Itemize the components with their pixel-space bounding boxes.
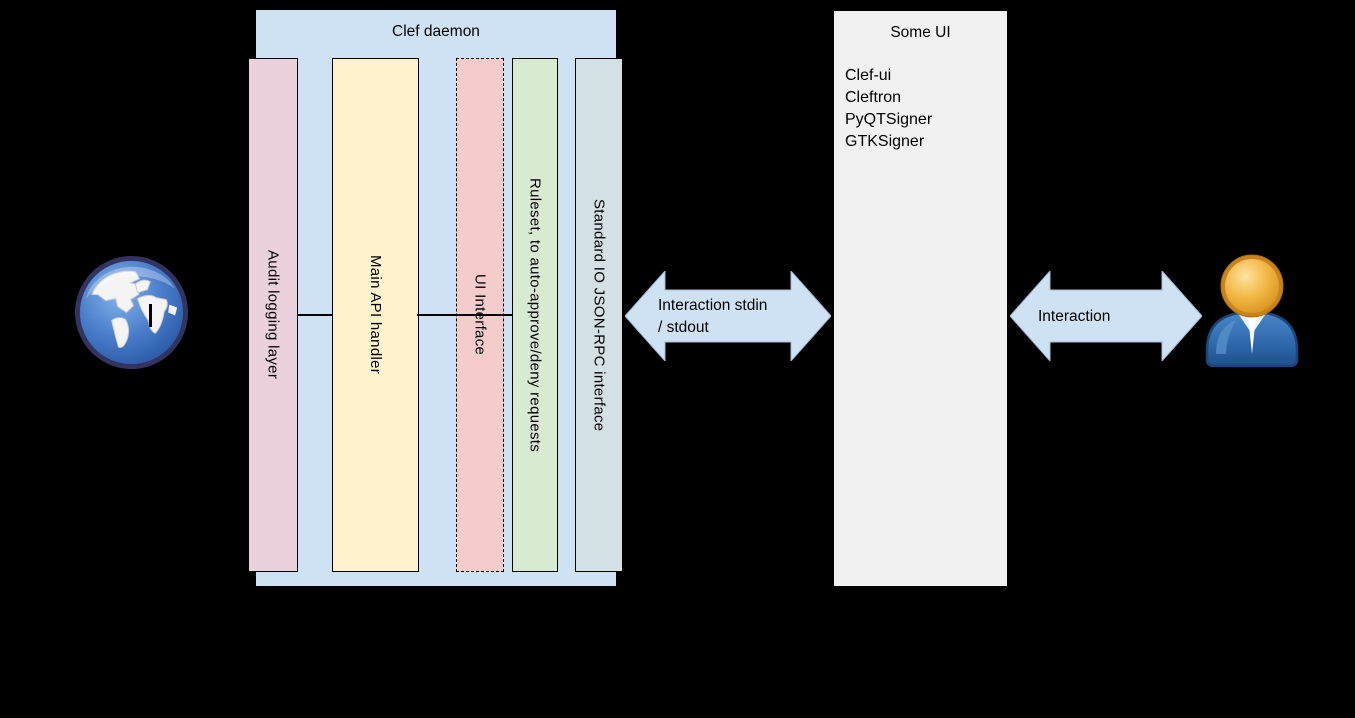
clef-daemon-title: Clef daemon bbox=[392, 23, 480, 40]
some-ui-list: Clef-ui Cleftron PyQTSigner GTKSigner bbox=[845, 65, 1007, 153]
user-arrow-label-line1: Interaction bbox=[1038, 308, 1111, 325]
person-icon bbox=[1202, 254, 1302, 368]
some-ui-title: Some UI bbox=[890, 24, 951, 41]
stdio-arrow-label: Interaction stdin / stdout bbox=[658, 295, 767, 339]
column-stdio-jsonrpc: Standard IO JSON-RPC interface bbox=[575, 58, 623, 572]
column-audit-logging-layer: Audit logging layer bbox=[248, 58, 298, 572]
user-arrow-label: Interaction bbox=[1038, 306, 1110, 328]
some-ui-box: Some UI Clef-ui Cleftron PyQTSigner GTKS… bbox=[833, 10, 1008, 587]
column-ruleset: Ruleset, to auto-approve/deny requests bbox=[512, 58, 558, 572]
stdio-arrow-label-line1: Interaction stdin bbox=[658, 297, 768, 314]
ui-list-item: GTKSigner bbox=[845, 133, 925, 150]
column-label: Audit logging layer bbox=[264, 250, 282, 380]
ui-list-item: Clef-ui bbox=[845, 67, 892, 84]
ui-list-item: PyQTSigner bbox=[845, 111, 933, 128]
connector-line-api-to-ruleset bbox=[417, 314, 513, 316]
column-label: Main API handler bbox=[367, 255, 384, 375]
ui-list-item: Cleftron bbox=[845, 89, 902, 106]
column-label: Standard IO JSON-RPC interface bbox=[590, 198, 608, 432]
stdio-interaction-arrow bbox=[625, 271, 831, 361]
column-label: Ruleset, to auto-approve/deny requests bbox=[526, 177, 544, 453]
column-main-api-handler: Main API handler bbox=[332, 58, 419, 572]
stdio-arrow-label-line2: / stdout bbox=[658, 319, 709, 336]
connector-line-audit-to-api bbox=[297, 314, 333, 316]
clef-daemon-container: Clef daemon bbox=[255, 9, 617, 587]
globe-icon bbox=[72, 253, 191, 372]
user-interaction-arrow bbox=[1010, 271, 1202, 361]
globe-connector-line bbox=[149, 304, 152, 327]
